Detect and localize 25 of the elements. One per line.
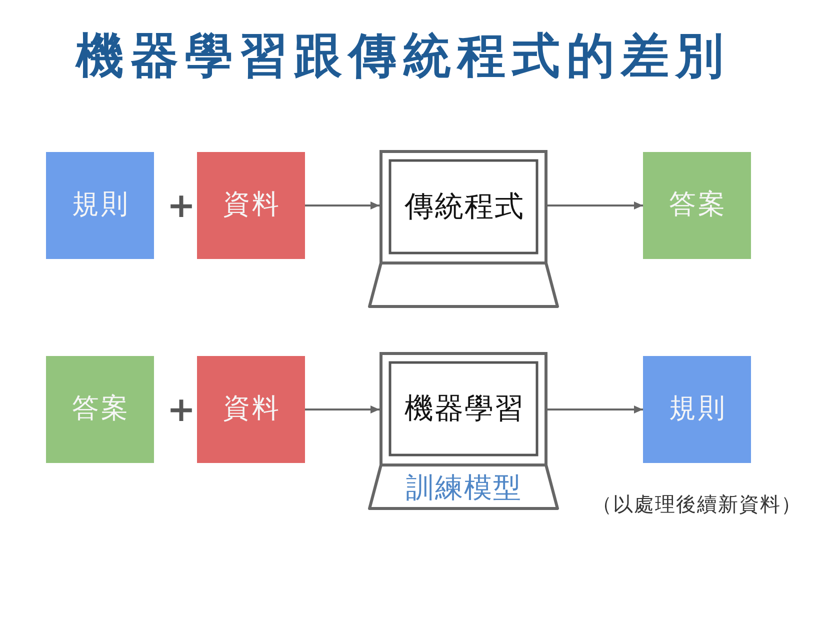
box-label: 答案: [71, 393, 130, 426]
arrow: [548, 202, 643, 210]
base-label: 訓練模型: [405, 471, 522, 505]
arrow: [548, 406, 643, 414]
box-label: 資料: [222, 189, 281, 222]
arrow: [305, 202, 380, 210]
laptop: [368, 150, 559, 308]
input-box: [197, 356, 305, 463]
note-text: （以處理後續新資料）: [592, 492, 802, 516]
output-box: [643, 152, 751, 259]
laptop: [368, 352, 559, 510]
output-box: [643, 356, 751, 463]
screen-label: 傳統程式: [404, 189, 524, 224]
plus-sign: +: [167, 393, 196, 427]
plus-sign: +: [167, 189, 196, 223]
box-label: 答案: [668, 189, 727, 222]
screen-label: 機器學習: [404, 391, 524, 426]
box-label: 資料: [222, 393, 281, 426]
box-label: 規則: [668, 393, 727, 426]
arrow: [305, 406, 380, 414]
input-box: [46, 356, 154, 463]
input-box: [197, 152, 305, 259]
box-label: 規則: [71, 189, 130, 222]
title: 機器學習跟傳統程式的差別: [76, 28, 730, 86]
input-box: [46, 152, 154, 259]
